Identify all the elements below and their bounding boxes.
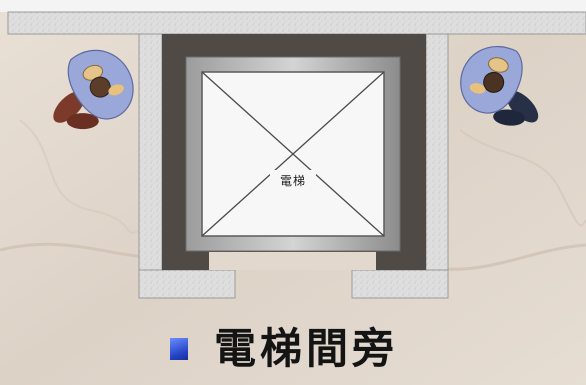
person-legs [53, 91, 85, 123]
right-wall-foot [351, 269, 449, 299]
person-hand [108, 84, 124, 96]
label-backdrop [270, 170, 316, 190]
caption-text: 電梯間旁 [214, 324, 399, 373]
left-wall [138, 33, 163, 299]
top-wall [7, 11, 586, 35]
person-standing-icon [460, 46, 539, 126]
marble-vein [459, 129, 586, 227]
person-head [483, 71, 505, 93]
top-strip [0, 0, 586, 12]
person-arm [488, 57, 509, 73]
elevator-label: 電梯 [279, 174, 306, 188]
person-legs [493, 109, 526, 126]
blue-square-bullet-icon [170, 338, 188, 360]
person-legs [66, 113, 99, 130]
cab-diagonal [201, 71, 385, 237]
person-legs [506, 90, 539, 123]
door-gap [209, 252, 376, 270]
person-hand [469, 83, 486, 94]
caption: 電梯間旁 [170, 323, 398, 375]
person-standing-icon [53, 49, 134, 130]
person-head [89, 76, 111, 98]
marble-vein [19, 119, 141, 234]
left-wall-foot [138, 269, 236, 299]
right-wall [425, 33, 449, 299]
